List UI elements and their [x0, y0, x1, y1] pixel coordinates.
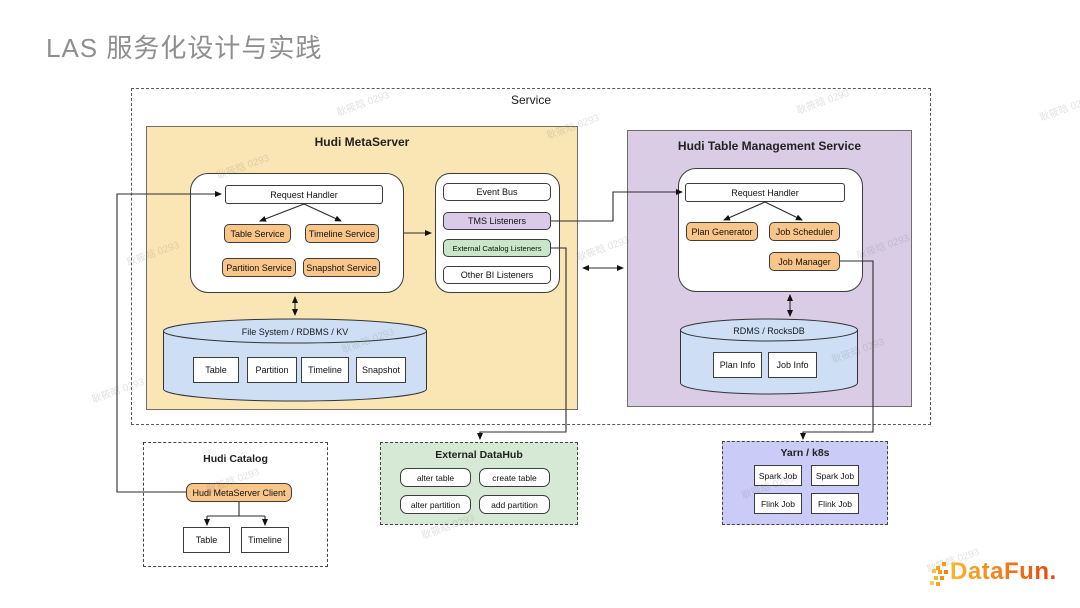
- datafun-logo-mosaic: [936, 566, 940, 570]
- yarn-k8s-container: [722, 441, 888, 525]
- external-datahub-title: External DataHub: [435, 449, 523, 461]
- flink-job-2: Flink Job: [811, 493, 859, 514]
- filesystem-label: File System / RDBMS / KV: [241, 327, 349, 337]
- fs-table: Table: [193, 357, 239, 383]
- fs-partition: Partition: [247, 357, 297, 383]
- page-title: LAS 服务化设计与实践: [46, 33, 323, 63]
- event-bus: Event Bus: [443, 183, 551, 201]
- metaserver-request-handler: Request Handler: [225, 185, 383, 204]
- hudi-catalog-title: Hudi Catalog: [203, 453, 268, 465]
- tms-listeners: TMS Listeners: [443, 212, 551, 230]
- datafun-logo: DataFun.: [950, 558, 1057, 585]
- hudi-metaserver-title: Hudi MetaServer: [314, 135, 410, 149]
- timeline-service: Timeline Service: [305, 224, 379, 243]
- table-service: Table Service: [224, 224, 291, 243]
- snapshot-service: Snapshot Service: [303, 258, 380, 277]
- alter-table: alter table: [400, 468, 471, 487]
- spark-job-1: Spark Job: [754, 465, 802, 486]
- other-bi-listeners: Other BI Listeners: [443, 266, 551, 284]
- tms-title: Hudi Table Management Service: [677, 139, 862, 153]
- job-manager: Job Manager: [769, 252, 840, 271]
- plan-generator: Plan Generator: [686, 222, 758, 241]
- external-catalog-listeners: External Catalog Listeners: [443, 239, 551, 257]
- alter-partition: alter partition: [400, 495, 471, 514]
- job-scheduler: Job Scheduler: [769, 222, 840, 241]
- hudi-metaserver-client: Hudi MetaServer Client: [186, 483, 292, 502]
- tms-request-handler: Request Handler: [685, 183, 845, 202]
- partition-service: Partition Service: [222, 258, 296, 277]
- service-label: Service: [510, 93, 551, 107]
- spark-job-2: Spark Job: [811, 465, 859, 486]
- fs-snapshot: Snapshot: [356, 357, 406, 383]
- add-partition: add partition: [479, 495, 550, 514]
- rdms-label: RDMS / RocksDB: [733, 326, 805, 336]
- create-table: create table: [479, 468, 550, 487]
- watermark: 耿筱晗 0293: [1038, 94, 1080, 124]
- flink-job-1: Flink Job: [754, 493, 802, 514]
- catalog-timeline: Timeline: [241, 527, 289, 553]
- fs-timeline: Timeline: [301, 357, 349, 383]
- hudi-catalog-container: [143, 442, 328, 567]
- yarn-k8s-title: Yarn / k8s: [780, 447, 830, 459]
- catalog-table: Table: [183, 527, 230, 553]
- plan-info: Plan Info: [713, 352, 762, 378]
- job-info: Job Info: [768, 352, 817, 378]
